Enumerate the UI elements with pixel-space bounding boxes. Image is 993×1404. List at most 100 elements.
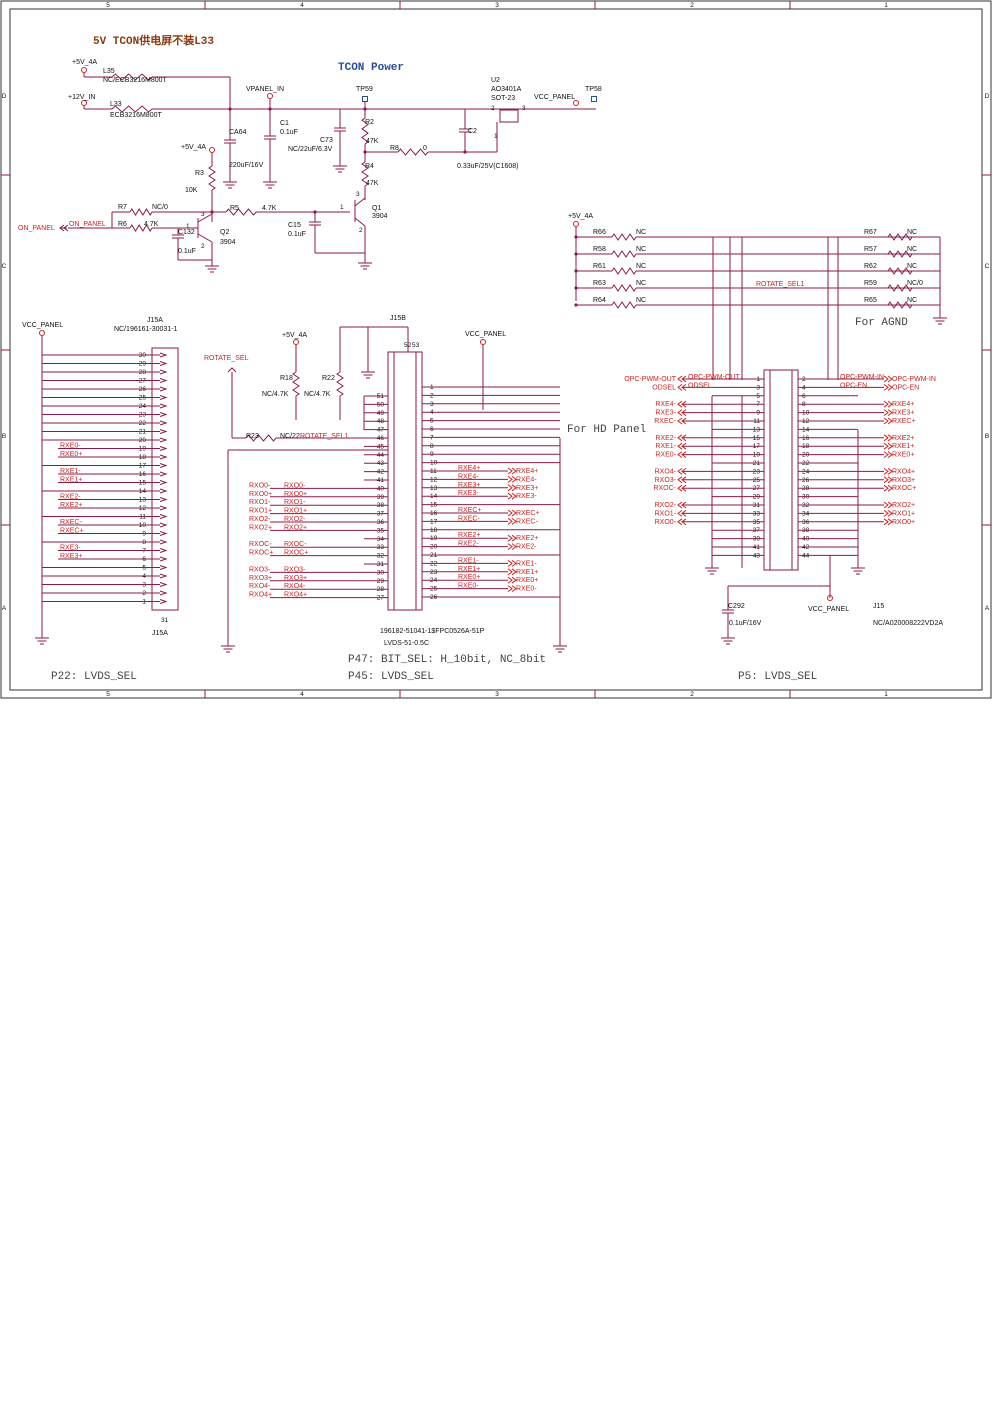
label: NC/0 (907, 280, 923, 287)
power-symbol (81, 67, 87, 73)
pin-arrow (159, 420, 168, 426)
connector-j15a: VCC_PANELJ15ANC/196161-30031-13029282726… (22, 317, 179, 645)
label: R58 (593, 246, 606, 253)
j15b-rsig: RXE3- (458, 490, 479, 497)
net-rotate-sel1: ROTATE_SEL1 (756, 281, 804, 288)
resistor (361, 161, 369, 187)
label: C15 (288, 222, 301, 229)
pin-arrow (159, 403, 168, 409)
pin-arrow (159, 463, 168, 468)
pin-arrow (159, 352, 168, 358)
pin-arrow (159, 548, 168, 553)
for-agnd-note: For AGND (855, 317, 908, 329)
pin-arrow (159, 412, 168, 417)
label: NC/4.7K (304, 391, 331, 398)
j15b-lsig: RXO0+ (249, 491, 272, 498)
label: 2 (491, 105, 495, 112)
label: 1 (340, 204, 344, 211)
j15b-lsig-2: RXO2+ (284, 524, 307, 531)
pin-arrow (159, 395, 168, 400)
net-arrow (883, 518, 893, 526)
resistor (129, 224, 153, 232)
net-arrow (677, 468, 687, 475)
pin-arrow (159, 505, 168, 511)
j15-lsig: RXE4- (655, 401, 676, 408)
pin-arrow (159, 488, 168, 494)
net-5v: +5V_4A (72, 59, 97, 66)
resistor (887, 284, 913, 292)
net-arrow (677, 375, 687, 383)
label: 3 (201, 211, 205, 218)
pin-arrow (159, 565, 168, 570)
frame-col-label: 1 (884, 2, 888, 9)
net-arrow (677, 400, 687, 408)
pin-arrow (159, 454, 168, 460)
j15b-lsig-2: RXO4+ (284, 592, 307, 599)
j15b-rsig-2: RXE0+ (516, 577, 538, 584)
pin-arrow (159, 378, 168, 383)
tcon-power-title: TCON Power (338, 62, 404, 74)
label: NC (636, 297, 646, 304)
resistor (397, 148, 429, 156)
net-arrow (883, 468, 893, 475)
label: SOT-23 (491, 95, 515, 102)
label: +5V_4A (282, 332, 307, 339)
net-arrow (507, 492, 517, 500)
j15-lsig: RXE2- (655, 435, 676, 442)
power-symbol (81, 100, 87, 106)
j15-lsig: RXO0- (655, 519, 677, 526)
label: C1 (280, 120, 289, 127)
pin-arrow (159, 539, 168, 545)
net-arrow (507, 568, 517, 576)
resistor (336, 371, 344, 397)
label: CA64 (229, 129, 247, 136)
label: NC/22 (280, 433, 300, 440)
j15b-rsig-2: RXE3+ (516, 485, 538, 492)
j15b-rsig: RXEC+ (458, 507, 482, 514)
j15b-rsig: RXE0+ (458, 574, 480, 581)
j15-lsig: RXE1- (655, 443, 676, 450)
label: ROTATE_SEL1 (300, 433, 348, 440)
power-symbol (573, 100, 579, 106)
j15b-rsig-2: RXE1+ (516, 569, 538, 576)
title-cn: 5V TCON供电屏不装L33 (93, 33, 214, 48)
pin-arrow (159, 531, 168, 536)
j15b-rsig-2: RXE4- (516, 476, 537, 483)
label: 0.1uF (280, 129, 298, 136)
j15b-lsig-2: RXO3+ (284, 575, 307, 582)
frame-col-label: 5 (106, 2, 110, 9)
label: TP58 (585, 86, 602, 93)
label: R8 (390, 145, 399, 152)
pin-arrow (159, 522, 168, 528)
label: 1 (494, 133, 498, 140)
label: R5 (230, 205, 239, 212)
frame-row-label: C (985, 263, 990, 270)
label: +5V_4A (568, 213, 593, 220)
resistor (292, 371, 300, 397)
net-arrow (507, 509, 517, 517)
j15b-lsig: RXO2+ (249, 524, 272, 531)
label: VPANEL_IN (246, 86, 284, 93)
net-arrow (677, 442, 687, 450)
label: 4.7K (262, 205, 277, 212)
j15b-lsig: RXO4- (249, 583, 271, 590)
power-symbol (827, 595, 833, 601)
label: VCC_PANEL (465, 331, 506, 338)
power-symbol (209, 147, 215, 153)
j15-rsig: RXE3+ (892, 410, 914, 417)
label: 0.1uF/16V (729, 620, 762, 627)
j15b-rsig: RXE1+ (458, 566, 480, 573)
net-arrow (507, 467, 517, 475)
j15-rsig: RXO1+ (892, 510, 915, 517)
label: J15A (147, 317, 163, 324)
label: 220uF/16V (229, 162, 264, 169)
label: TP59 (356, 86, 373, 93)
resistor (111, 105, 153, 113)
j15b-lsig-2: RXO1- (284, 499, 306, 506)
j15-lsig: RXO1- (655, 510, 677, 517)
j15b-rsig: RXE4+ (458, 465, 480, 472)
label: R61 (593, 263, 606, 270)
